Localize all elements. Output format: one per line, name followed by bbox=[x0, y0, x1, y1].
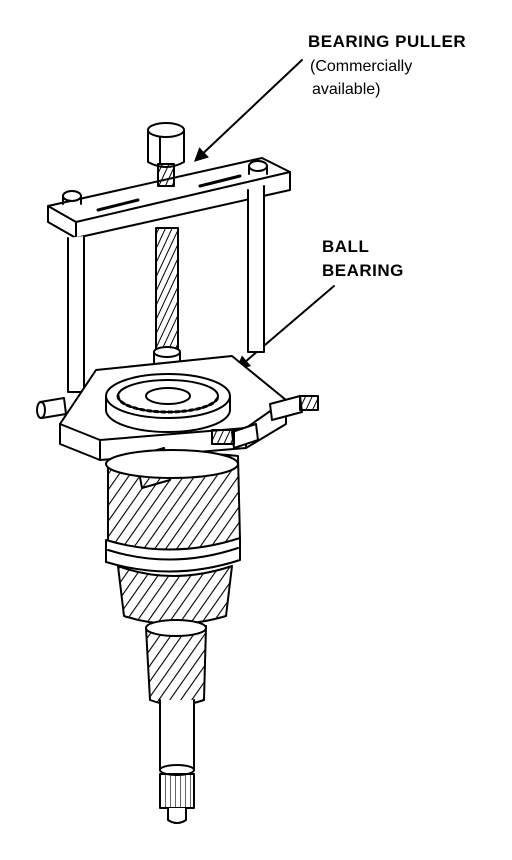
bearing-puller-note-line2: available) bbox=[312, 81, 381, 98]
ball-bearing-arrow bbox=[235, 285, 335, 370]
ball-bearing-label-line1: BALL bbox=[322, 237, 370, 256]
bearing-puller-label: BEARING PULLER bbox=[308, 32, 467, 51]
ball-bearing bbox=[105, 373, 231, 433]
puller-legs bbox=[67, 185, 265, 393]
gear-cluster bbox=[105, 449, 241, 706]
ball-bearing-label-line2: BEARING bbox=[322, 261, 404, 280]
forcing-screw-head bbox=[147, 122, 185, 187]
bearing-puller-arrow bbox=[193, 59, 303, 162]
forcing-screw bbox=[153, 227, 181, 379]
shaft bbox=[159, 699, 195, 824]
puller-crossbar bbox=[47, 157, 291, 239]
bearing-puller-note-line1: (Commercially bbox=[310, 58, 413, 75]
